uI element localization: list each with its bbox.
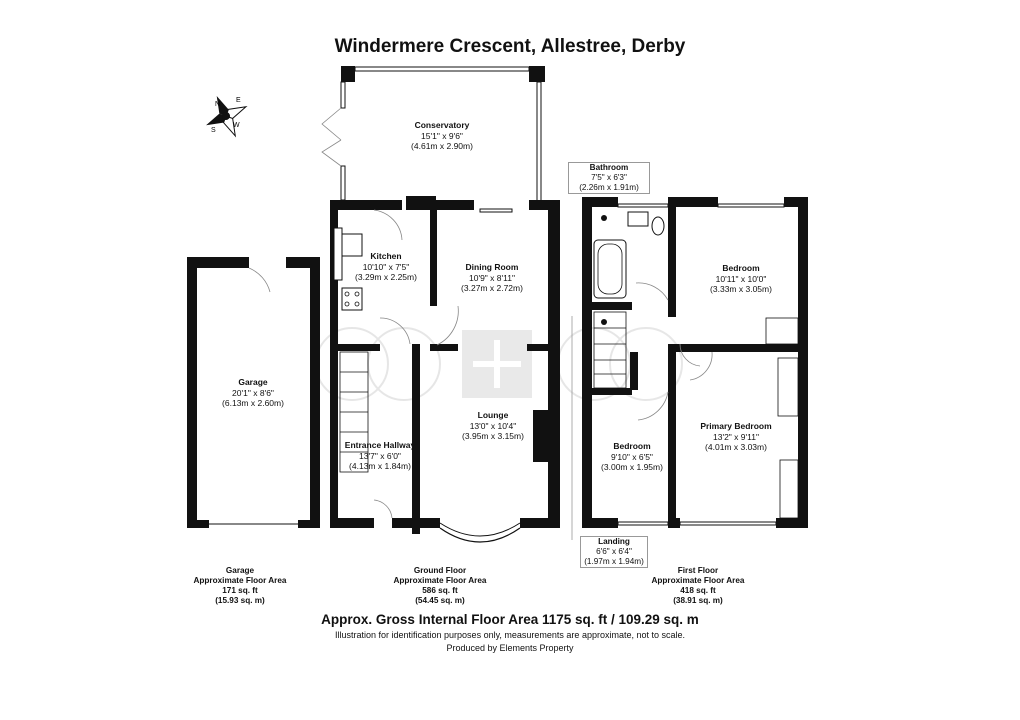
room-name: Bathroom [589, 163, 629, 172]
floor-name: Garage [225, 566, 255, 575]
room-metric: (3.00m x 1.95m) [601, 462, 663, 472]
compass-letter-w: W [233, 122, 240, 129]
floor-area-sqm: (15.93 sq. m) [215, 596, 265, 605]
disclaimer-text: Illustration for identification purposes… [334, 630, 685, 640]
compass-letter-s: S [211, 127, 216, 134]
room-name: Lounge [477, 410, 509, 420]
compass-letter-e: E [236, 97, 241, 104]
room-metric: (1.97m x 1.94m) [584, 557, 644, 566]
room-metric: (6.13m x 2.60m) [222, 398, 284, 408]
room-name: Entrance Hallway [344, 440, 416, 450]
room-label-entrance-hallway: Entrance Hallway 13'7" x 6'0" (4.13m x 1… [320, 440, 440, 472]
room-metric: (4.01m x 3.03m) [705, 442, 767, 452]
watermark-logo [315, 327, 683, 401]
room-imperial: 6'6" x 6'4" [596, 547, 632, 556]
room-imperial: 10'11" x 10'0" [715, 273, 767, 284]
room-metric: (3.27m x 2.72m) [461, 283, 523, 293]
room-imperial: 13'7" x 6'0" [359, 450, 401, 461]
floor-area-first: First Floor Approximate Floor Area 418 s… [638, 566, 758, 606]
room-metric: (4.13m x 1.84m) [349, 461, 411, 471]
room-label-bathroom: Bathroom 7'5" x 6'3" (2.26m x 1.91m) [568, 162, 650, 194]
room-name: Primary Bedroom [700, 421, 772, 431]
room-imperial: 9'10" x 6'5" [611, 451, 653, 462]
garage-plan [187, 257, 320, 528]
room-name: Landing [598, 537, 630, 546]
floor-area-sqm: (38.91 sq. m) [673, 596, 723, 605]
room-imperial: 10'9" x 8'11" [469, 272, 515, 283]
room-name: Kitchen [370, 251, 402, 261]
floor-area-sqm: (54.45 sq. m) [415, 596, 465, 605]
floor-area-label: Approximate Floor Area [193, 576, 287, 585]
page-title: Windermere Crescent, Allestree, Derby [334, 36, 686, 57]
room-metric: (3.29m x 2.25m) [355, 272, 417, 282]
room-label-kitchen: Kitchen 10'10" x 7'5" (3.29m x 2.25m) [326, 251, 446, 283]
room-label-primary-bedroom: Primary Bedroom 13'2" x 9'11" (4.01m x 3… [676, 421, 796, 453]
room-name: Bedroom [613, 441, 651, 451]
room-metric: (3.95m x 3.15m) [462, 431, 524, 441]
room-name: Bedroom [722, 263, 760, 273]
room-imperial: 15'1" x 9'6" [421, 130, 463, 141]
floor-area-label: Approximate Floor Area [651, 576, 745, 585]
ground-floor-plan [321, 66, 560, 543]
compass-letter-n: N [215, 101, 220, 108]
room-label-bedroom-small: Bedroom 9'10" x 6'5" (3.00m x 1.95m) [572, 441, 692, 473]
room-label-garage: Garage 20'1" x 8'6" (6.13m x 2.60m) [193, 377, 313, 409]
floor-area-sqft: 418 sq. ft [680, 586, 716, 595]
floor-name: Ground Floor [413, 566, 467, 575]
room-label-lounge: Lounge 13'0" x 10'4" (3.95m x 3.15m) [433, 410, 553, 442]
room-label-bedroom-rear: Bedroom 10'11" x 10'0" (3.33m x 3.05m) [681, 263, 801, 295]
floor-area-garage: Garage Approximate Floor Area 171 sq. ft… [180, 566, 300, 606]
room-label-conservatory: Conservatory 15'1" x 9'6" (4.61m x 2.90m… [382, 120, 502, 152]
room-imperial: 10'10" x 7'5" [362, 261, 410, 272]
first-floor-plan [571, 197, 808, 540]
floor-name: First Floor [677, 566, 719, 575]
room-imperial: 20'1" x 8'6" [232, 387, 274, 398]
floor-area-label: Approximate Floor Area [393, 576, 487, 585]
floor-area-ground: Ground Floor Approximate Floor Area 586 … [380, 566, 500, 606]
room-imperial: 13'0" x 10'4" [469, 420, 517, 431]
floor-area-sqft: 171 sq. ft [222, 586, 258, 595]
room-imperial: 13'2" x 9'11" [713, 431, 759, 442]
gross-floor-area: Approx. Gross Internal Floor Area 1175 s… [321, 612, 699, 627]
room-name: Garage [238, 377, 268, 387]
room-name: Conservatory [414, 120, 470, 130]
room-label-landing: Landing 6'6" x 6'4" (1.97m x 1.94m) [580, 536, 648, 568]
compass-rose-icon [206, 96, 248, 138]
room-name: Dining Room [465, 262, 519, 272]
room-label-dining-room: Dining Room 10'9" x 8'11" (3.27m x 2.72m… [432, 262, 552, 294]
room-metric: (2.26m x 1.91m) [579, 183, 639, 192]
floor-area-sqft: 586 sq. ft [422, 586, 458, 595]
room-metric: (4.61m x 2.90m) [411, 141, 473, 151]
produced-by-text: Produced by Elements Property [446, 643, 574, 653]
room-imperial: 7'5" x 6'3" [591, 173, 627, 182]
room-metric: (3.33m x 3.05m) [710, 284, 772, 294]
